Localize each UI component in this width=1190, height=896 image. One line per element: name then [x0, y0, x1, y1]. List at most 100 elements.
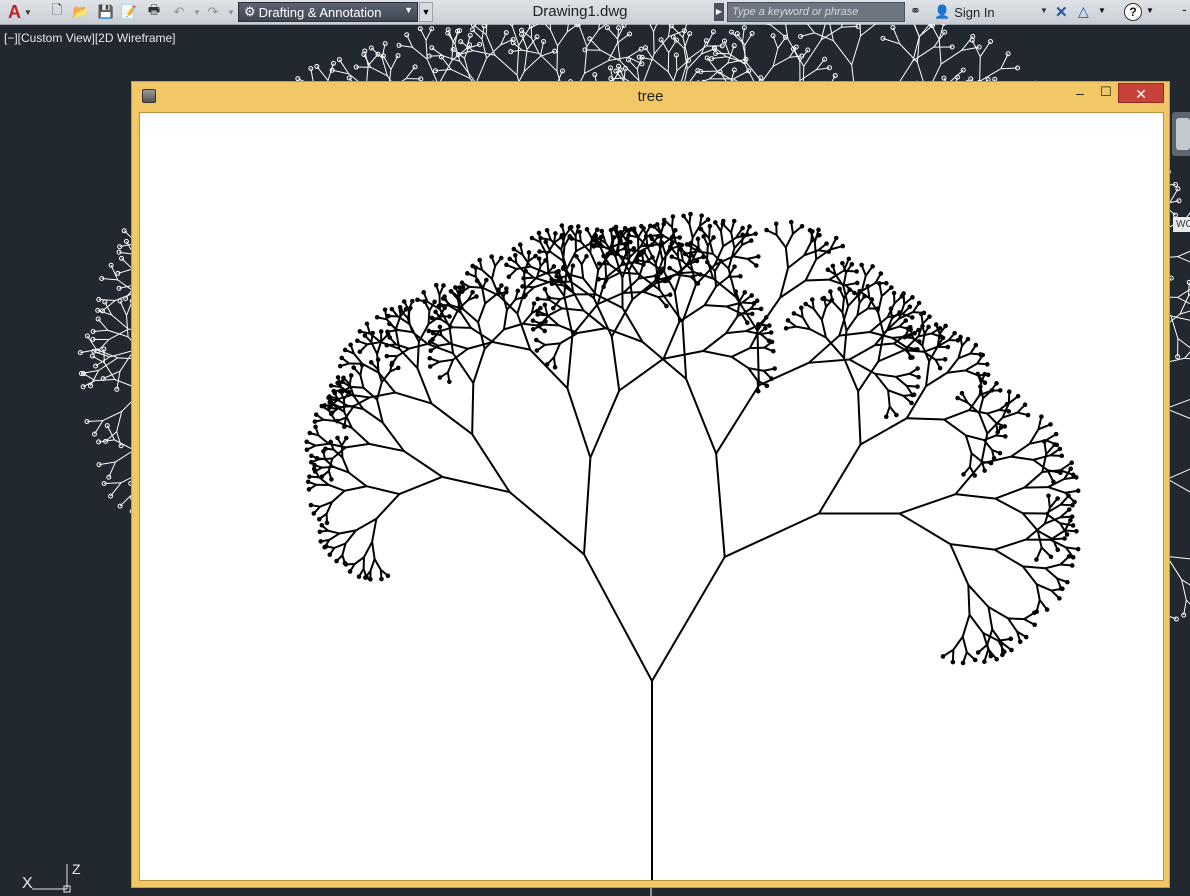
tree-branch [731, 347, 751, 358]
tree-leaf-node [530, 326, 536, 332]
workspace-select[interactable]: ⚙ Drafting & Annotation ▼ [238, 2, 418, 22]
tree-leaf-node [960, 67, 966, 73]
window-titlebar[interactable]: tree – ☐ ✕ [132, 82, 1169, 112]
tree-leaf-node [95, 348, 101, 354]
close-icon[interactable]: ✕ [1118, 83, 1164, 103]
tree-leaf-node [955, 395, 960, 401]
minimize-icon[interactable]: – [1076, 85, 1084, 101]
viewport-controls-label[interactable]: [−][Custom View][2D Wireframe] [4, 31, 176, 45]
application-menu-button[interactable]: A ▼ [2, 3, 38, 21]
tree-branch [772, 48, 779, 67]
redo-dropdown-icon[interactable]: ▼ [227, 7, 235, 17]
tree-branch [653, 36, 669, 55]
save-icon[interactable]: 💾 [97, 4, 115, 19]
tree-leaf-node [1044, 607, 1050, 612]
tree-branch [727, 58, 747, 64]
tree-leaf-node [517, 242, 523, 247]
window-app-icon[interactable] [142, 89, 156, 103]
tree-leaf-node [436, 303, 442, 309]
tree-leaf-node [410, 298, 415, 304]
tree-branch [550, 251, 564, 262]
print-icon[interactable]: 🖶 [147, 2, 161, 17]
tree-leaf-node [467, 42, 473, 48]
tree-branch [116, 411, 123, 432]
tree-leaf-node [584, 227, 590, 232]
tree-branch [682, 260, 695, 273]
tree-leaf-node [599, 228, 605, 234]
tree-leaf-node [712, 50, 718, 56]
tree-branch [621, 307, 644, 343]
a360-icon[interactable]: △ [1078, 3, 1089, 19]
tree-leaf-node [489, 254, 494, 259]
tree-branch [842, 330, 848, 359]
tree-leaf-node [669, 254, 675, 259]
tree-leaf-node [961, 472, 966, 477]
tree-branch [324, 458, 335, 468]
chevron-down-icon[interactable]: ▼ [1146, 6, 1154, 15]
tree-leaf-node [965, 336, 971, 342]
tree-branch [102, 411, 122, 422]
tree-leaf-node [329, 410, 335, 416]
tree-leaf-node [768, 330, 774, 335]
tree-leaf-node [552, 364, 558, 370]
tree-branch [955, 493, 996, 500]
maximize-icon[interactable]: ☐ [1100, 84, 1112, 99]
tree-branch [994, 538, 1027, 551]
tree-leaf-node [940, 335, 946, 341]
help-icon[interactable]: ? [1124, 3, 1142, 21]
tree-leaf-node [430, 337, 435, 342]
tree-branch [119, 300, 127, 316]
tree-leaf-node [1070, 502, 1075, 508]
tree-leaf-node [335, 375, 341, 380]
wcs-label[interactable]: WC [1173, 217, 1190, 232]
minimize-ribbon-icon[interactable]: - [1182, 1, 1187, 17]
tree-branch [569, 273, 584, 280]
tree-leaf-node [1039, 414, 1044, 419]
tree-leaf-node [357, 329, 363, 334]
tree-branch [511, 24, 514, 27]
tree-branch [1177, 256, 1190, 263]
tree-branch [600, 49, 621, 62]
binoculars-icon[interactable]: ⚭ [910, 3, 921, 18]
customize-toolbar-button[interactable]: ▼ [419, 2, 433, 22]
navigation-bar[interactable] [1172, 112, 1190, 156]
search-input[interactable]: Type a keyword or phrase [727, 2, 905, 22]
tree-leaf-node [720, 221, 726, 227]
tree-branch [820, 319, 827, 338]
tree-branch [614, 256, 624, 279]
tree-branch [731, 31, 743, 43]
tree-branch [815, 248, 831, 261]
tree-branch [370, 66, 388, 77]
tree-leaf-node [668, 24, 674, 29]
tree-branch [327, 458, 334, 472]
tree-branch [332, 69, 349, 75]
tree-branch [806, 24, 815, 34]
tree-branch [715, 276, 729, 288]
tree-leaf-node [504, 286, 509, 291]
tree-branch [327, 529, 340, 535]
tree-leaf-node [837, 286, 842, 292]
save-as-icon[interactable]: 📝 [120, 4, 138, 19]
tree-branch [363, 541, 374, 558]
redo-icon[interactable]: ↷ [207, 4, 219, 19]
tree-leaf-node [678, 247, 684, 252]
tree-leaf-node [447, 379, 452, 385]
new-icon[interactable]: 🗋 [51, 2, 63, 17]
sign-in-button[interactable]: 👤 Sign In [934, 4, 995, 20]
tree-leaf-node [945, 344, 951, 350]
chevron-down-icon[interactable]: ▼ [1040, 6, 1048, 15]
tree-branch [332, 465, 350, 474]
tree-leaf-node [519, 27, 525, 33]
chevron-down-icon: ▼ [24, 7, 32, 17]
open-icon[interactable]: 📂 [72, 4, 90, 19]
tree-leaf-node [994, 656, 999, 662]
chevron-down-icon[interactable]: ▼ [1098, 6, 1106, 15]
exchange-icon[interactable]: ✕ [1055, 4, 1068, 21]
tree-leaf-node [592, 233, 598, 239]
expand-search-icon[interactable]: ▶ [714, 3, 724, 21]
tree-branch [582, 277, 597, 295]
undo-icon[interactable]: ↶ [173, 4, 185, 19]
tree-leaf-node [433, 309, 438, 315]
undo-dropdown-icon[interactable]: ▼ [193, 7, 201, 17]
tree-branch [399, 475, 443, 495]
